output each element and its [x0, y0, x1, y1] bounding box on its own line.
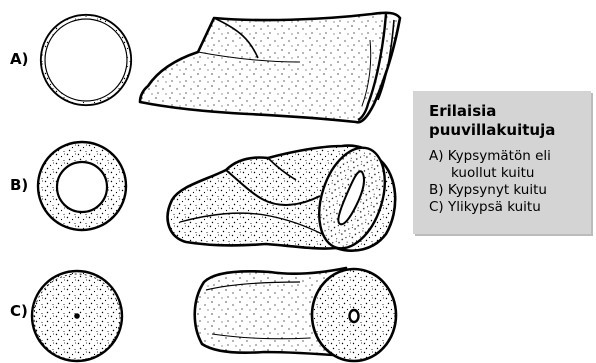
fiber-a-side-icon	[140, 13, 400, 123]
fiber-c-side-icon	[195, 268, 396, 361]
fiber-a-cross-section-icon	[41, 15, 131, 105]
row-label-c: C)	[10, 302, 28, 320]
fiber-b-cross-section-icon	[38, 142, 126, 230]
legend-item-b: B) Kypsynyt kuitu	[429, 182, 551, 199]
fiber-b-side-icon	[168, 139, 397, 256]
legend-item-a: A) Kypsymätön eli	[429, 148, 551, 165]
legend-title-line1: Erilaisia	[429, 102, 496, 120]
legend-items: A) Kypsymätön eli kuollut kuitu B) Kypsy…	[429, 148, 551, 216]
legend-item-c: C) Ylikypsä kuitu	[429, 199, 551, 216]
legend-item-a-continued: kuollut kuitu	[429, 165, 551, 182]
row-label-a: A)	[10, 50, 28, 68]
legend-title-line2: puuvillakuituja	[429, 121, 555, 139]
row-label-b: B)	[10, 176, 28, 194]
fiber-c-cross-section-icon	[32, 271, 122, 361]
